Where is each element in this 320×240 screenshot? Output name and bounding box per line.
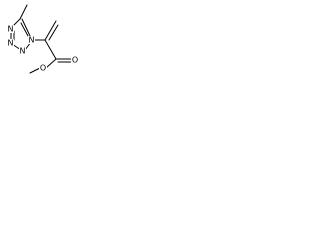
chemical-structure: N N N N O O — [7, 4, 79, 74]
label-bg-n2 — [19, 47, 26, 55]
atom-label-o-ester: O — [40, 64, 46, 73]
atom-label-n2: N — [20, 47, 26, 56]
atom-label-n3: N — [8, 39, 14, 48]
label-bg-o-ester — [39, 64, 47, 72]
bond-vinyl-double-a — [44, 20, 57, 41]
bond-vinyl-carbonyl — [44, 39, 57, 60]
label-bg-o-carbonyl — [71, 56, 79, 64]
bond-carbonyl-ester-o — [45, 58, 57, 69]
bond-ester-methyl — [29, 67, 41, 74]
atom-labels: N N N N O O — [7, 25, 79, 73]
bond-n1-c5 — [21, 18, 32, 39]
atom-label-n4: N — [8, 25, 14, 34]
label-bg-n1 — [28, 36, 35, 44]
bond-c5-n1-inner — [20, 22, 29, 37]
atom-label-o-carbonyl: O — [72, 56, 78, 65]
atom-label-n1: N — [29, 36, 35, 45]
label-bg-n3 — [7, 39, 14, 47]
label-bg-n4 — [7, 25, 14, 33]
bond-methyl — [19, 4, 28, 20]
bond-vinyl-double-b — [48, 24, 59, 41]
